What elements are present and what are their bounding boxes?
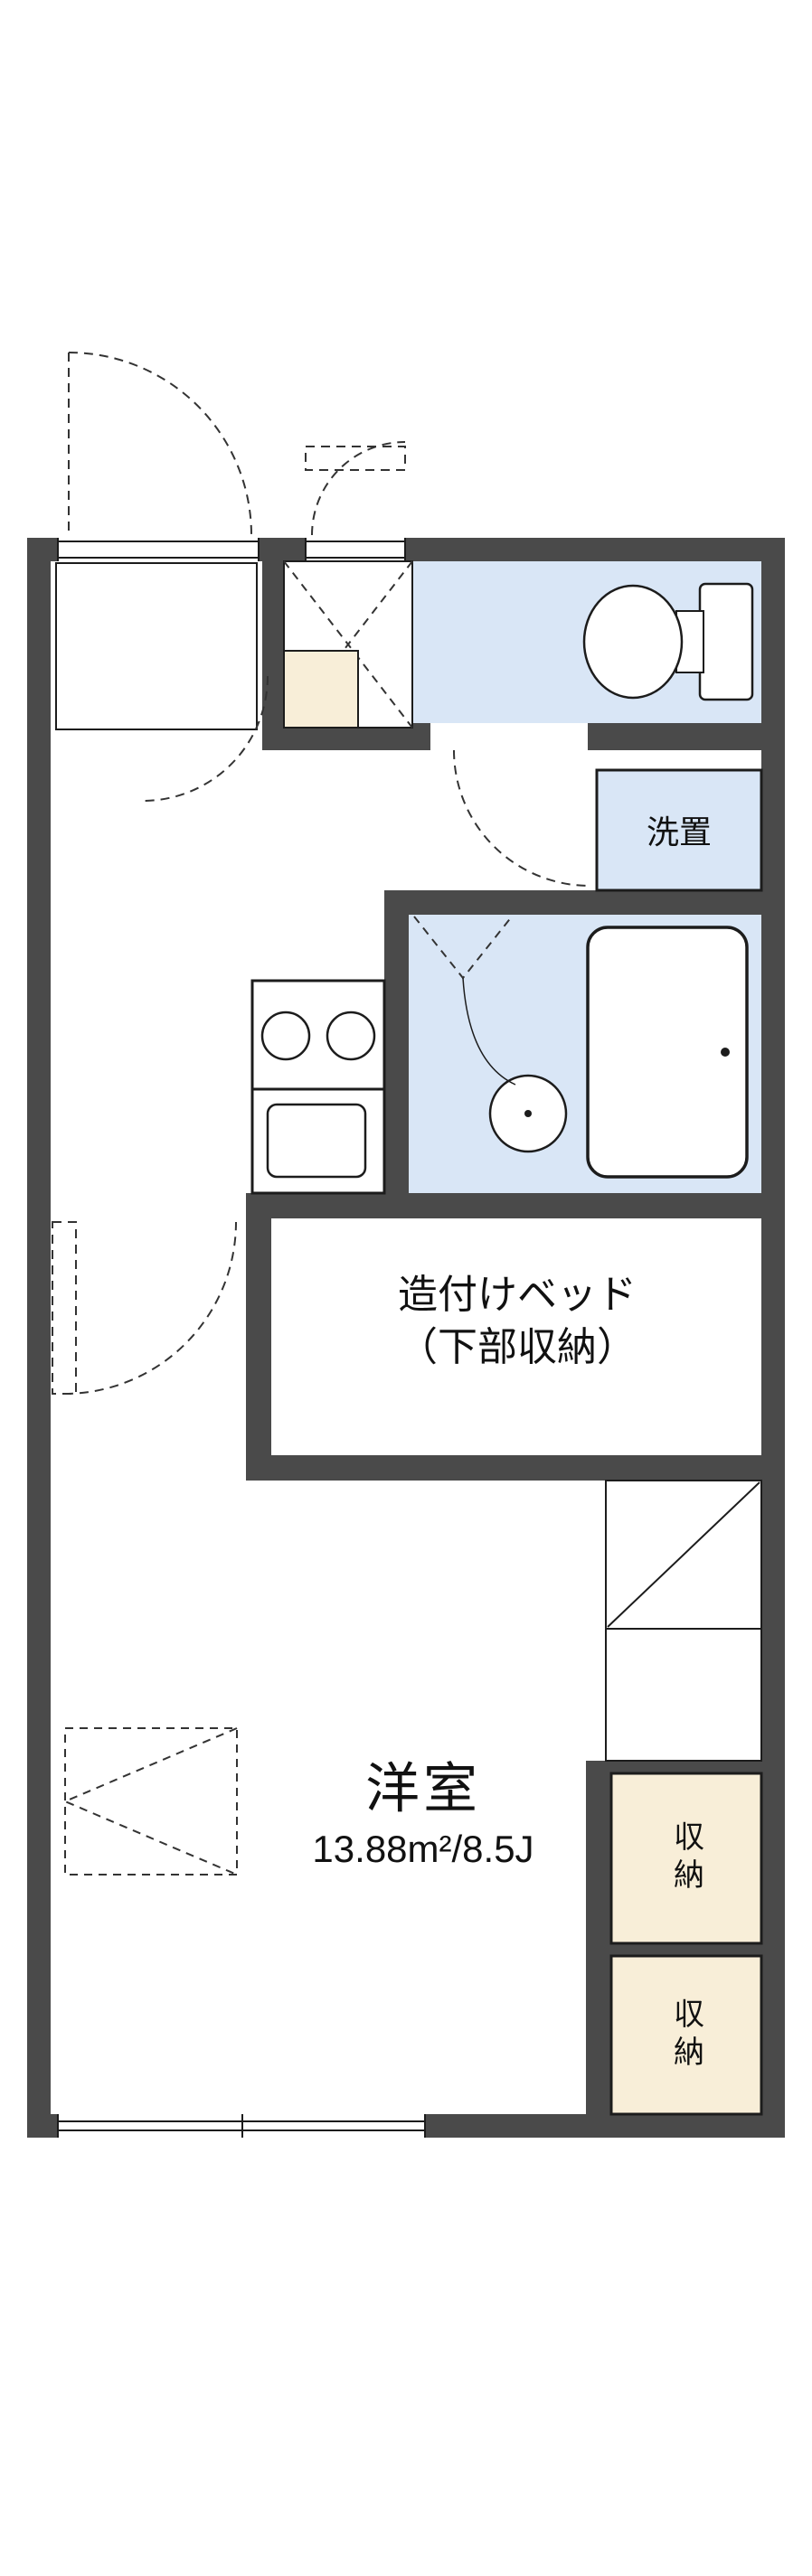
walls (27, 538, 785, 2138)
room-door-leaf (52, 1221, 77, 1395)
fridge-space (605, 1480, 762, 1762)
bathtub-icon (586, 926, 749, 1179)
wall-left (27, 538, 51, 2138)
secondary-threshold-lines (305, 538, 406, 561)
stove-burners-icon (260, 1011, 311, 1061)
closet-symbol (62, 1727, 238, 1876)
main-room-size: 13.88m²/8.5J (312, 1828, 534, 1870)
washer-space-label: 洗置 (646, 813, 713, 851)
wall-right (761, 538, 785, 2138)
closet-outline (64, 1727, 238, 1876)
wall-entrance-bottom (262, 728, 389, 750)
storage-boxes (609, 1772, 763, 2116)
kitchen-unit (250, 979, 386, 1195)
door-swings (52, 352, 590, 1395)
bath-hose-line (462, 977, 516, 1086)
main-room-name: 洋室 (365, 1758, 481, 1819)
wall-bath-left (384, 890, 409, 1218)
washbasin-center-dot (524, 1110, 532, 1117)
entrance-door-arc (68, 352, 252, 536)
genkan-floor (55, 562, 258, 730)
fridge-diagonal (607, 1481, 760, 1628)
wall-storage-divider (611, 1943, 761, 1956)
hall-door-arc (142, 675, 269, 802)
bathroom-fixtures (413, 916, 749, 1179)
room-door-arc (63, 1221, 237, 1395)
entrance-threshold-lines (57, 538, 260, 561)
wall-under-toilet-right (588, 723, 761, 750)
built-in-bed-label-line2: （下部収納） (398, 1325, 637, 1369)
wall-bed-left (246, 1193, 271, 1481)
wall-bath-top (384, 890, 761, 915)
washer-space-box (595, 768, 763, 892)
toilet-tank (698, 582, 754, 701)
storage-bottom-label: 収納 (668, 1998, 703, 2073)
bathtub-drain-dot (721, 1048, 730, 1057)
fridge-space-box (605, 1480, 762, 1762)
wall-entrance-stub (262, 561, 284, 733)
wall-bed-top (246, 1193, 761, 1218)
built-in-bed-label: 造付けベッド （下部収納） (398, 1269, 637, 1374)
secondary-door-arc (311, 441, 406, 536)
storage-top-label: 収納 (668, 1820, 703, 1896)
closet-chevron (62, 1727, 238, 1876)
wall-storage-left (586, 1761, 611, 2114)
window-lines (57, 2114, 426, 2138)
entrance-area (55, 560, 413, 730)
wall-openings (57, 538, 426, 2138)
storage-bottom-box (609, 1954, 763, 2116)
wall-bed-bottom (246, 1455, 761, 1481)
toilet-door-arc (453, 749, 590, 887)
built-in-bed-label-line1: 造付けベッド (398, 1272, 637, 1317)
wall-storage-top (586, 1761, 761, 1773)
kitchen-sink-icon (266, 1103, 367, 1179)
storage-top-box (609, 1772, 763, 1945)
toilet-bowl (582, 584, 684, 700)
stove-burner-right (326, 1011, 376, 1061)
toilet-icon (582, 582, 754, 701)
entrance-step (283, 650, 359, 729)
secondary-door-leaf (305, 446, 406, 471)
